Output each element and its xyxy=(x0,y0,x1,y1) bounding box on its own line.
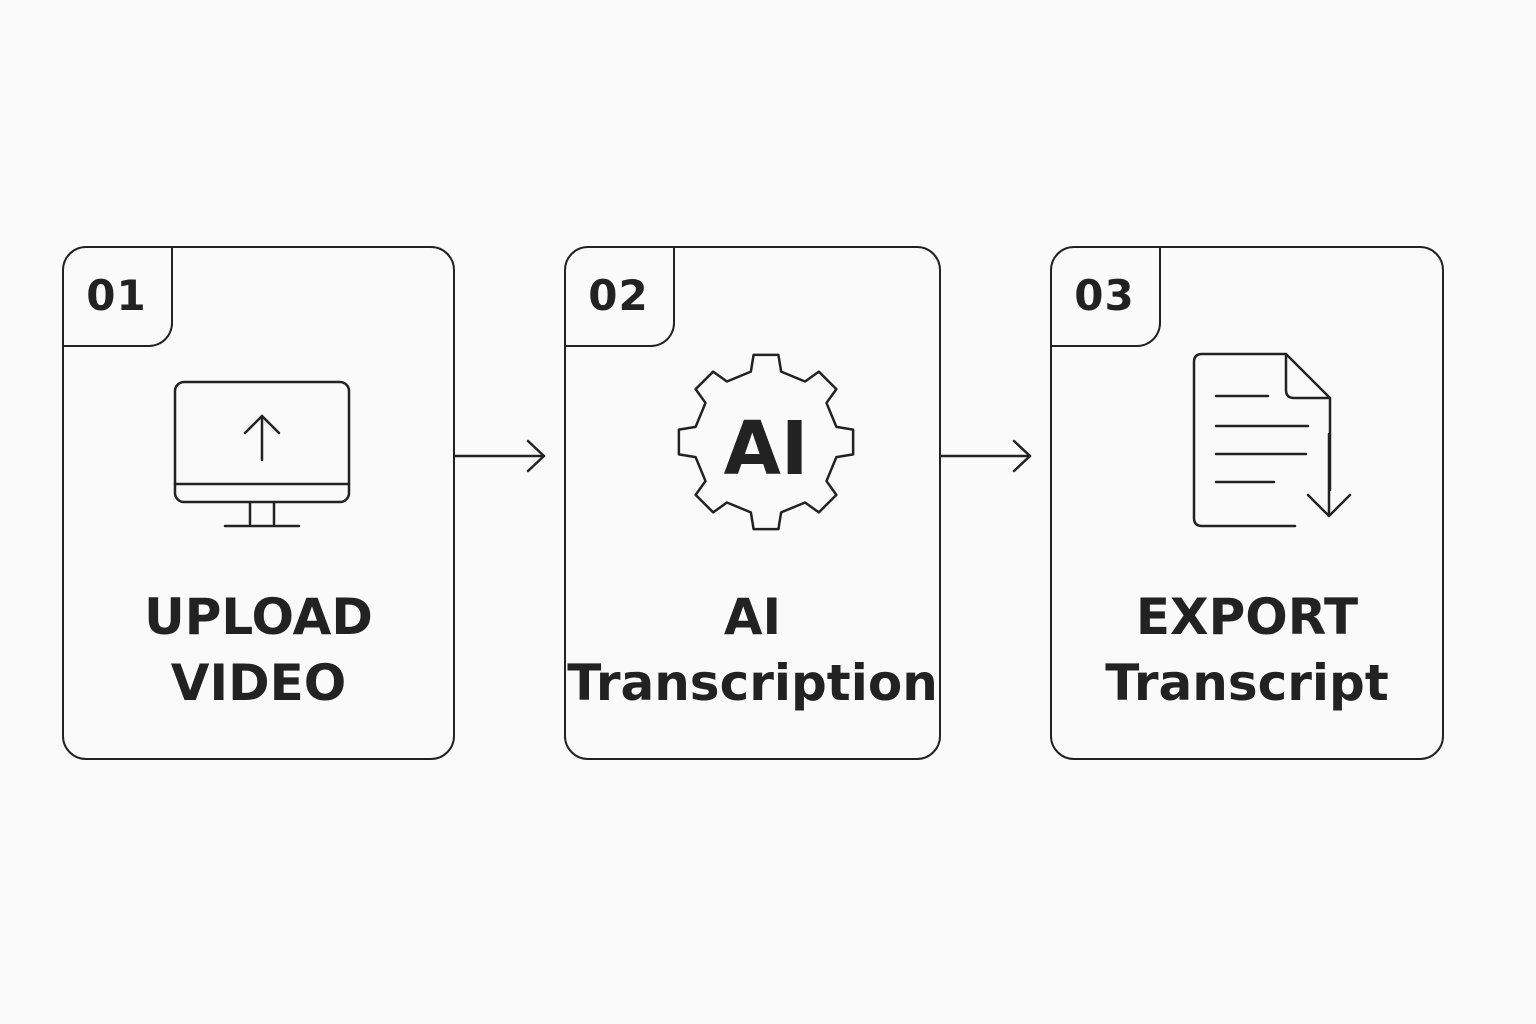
step-number-tab: 02 xyxy=(566,248,675,347)
step-number-tab: 03 xyxy=(1052,248,1161,347)
step-card-transcription: 02 AI AI Transcription xyxy=(564,246,941,760)
flow-arrow-1 xyxy=(455,439,546,473)
step-number-tab: 01 xyxy=(64,248,173,347)
step-card-export: 03 EXPORT Transcript xyxy=(1050,246,1444,760)
step-label-line2: VIDEO xyxy=(170,654,347,712)
step-label: AI Transcription xyxy=(566,584,939,716)
step-label: UPLOAD VIDEO xyxy=(64,584,453,716)
step-number: 02 xyxy=(588,271,649,320)
step-number: 03 xyxy=(1074,271,1135,320)
step-label-line2: Transcript xyxy=(1105,654,1389,712)
step-card-upload: 01 UPLOAD VIDEO xyxy=(62,246,455,760)
step-label-line2: Transcription xyxy=(567,654,938,712)
step-number: 01 xyxy=(86,271,147,320)
step-label-line1: AI xyxy=(723,588,782,646)
flow-arrow-2 xyxy=(941,439,1032,473)
ai-gear-icon: AI xyxy=(677,353,855,531)
document-download-icon xyxy=(1192,352,1352,528)
step-label: EXPORT Transcript xyxy=(1052,584,1442,716)
step-label-line1: UPLOAD xyxy=(144,588,373,646)
monitor-upload-icon xyxy=(173,380,351,528)
step-label-line1: EXPORT xyxy=(1135,588,1359,646)
gear-icon-text: AI xyxy=(724,406,809,492)
